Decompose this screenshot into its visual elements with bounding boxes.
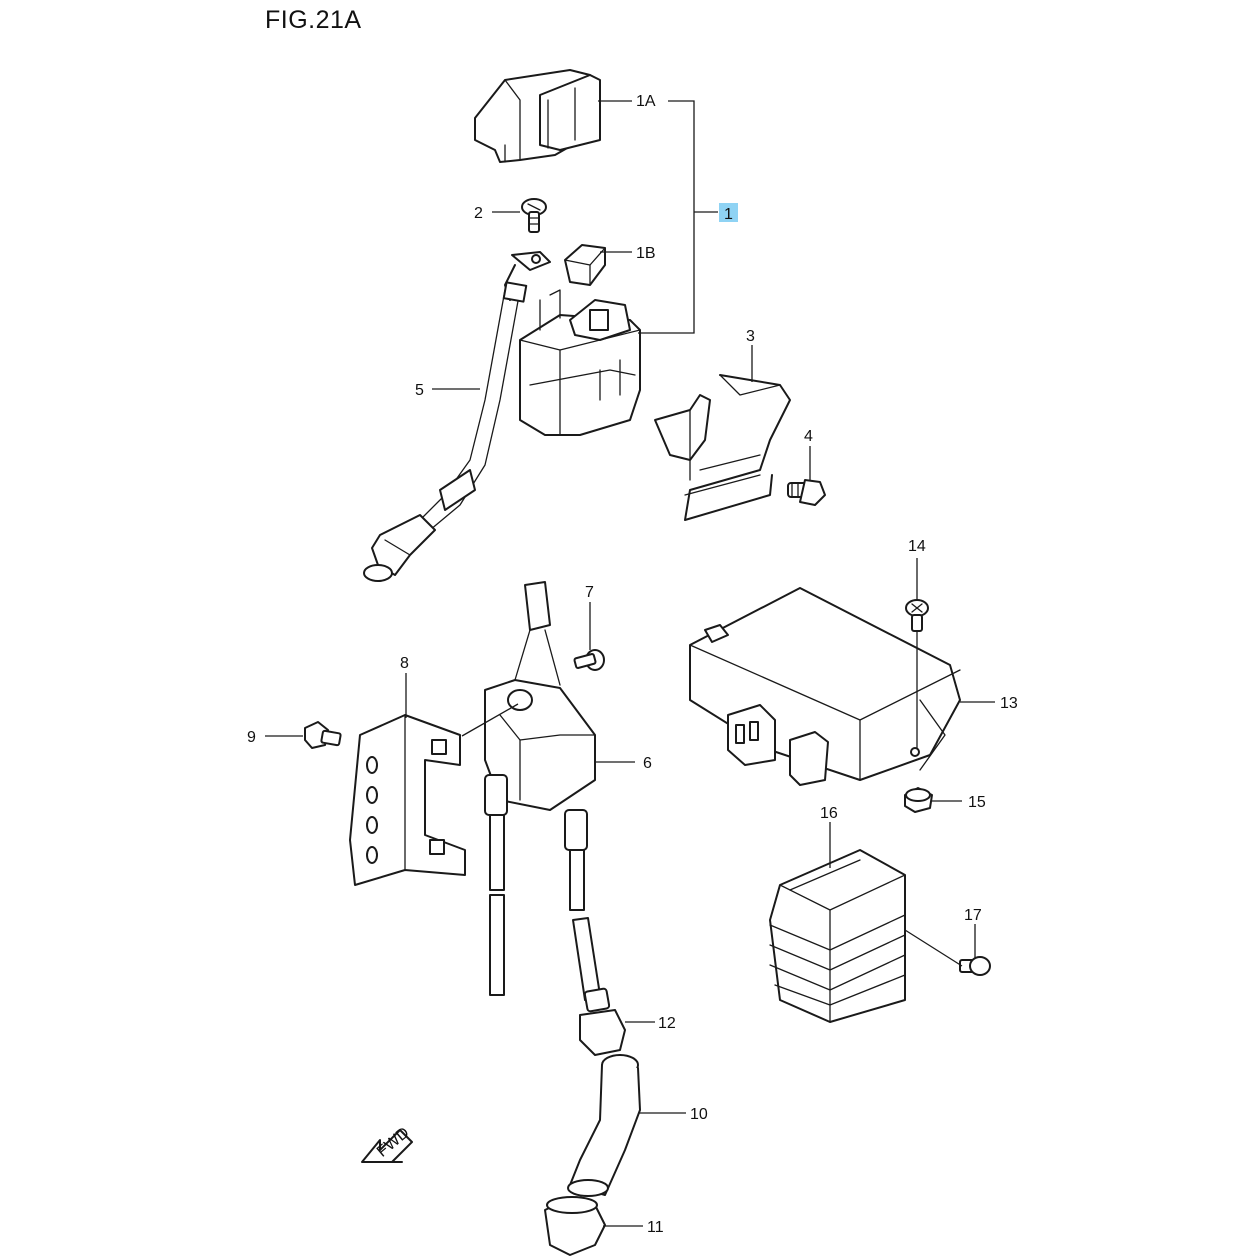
callout-13[interactable]: 13 bbox=[1000, 695, 1018, 712]
ignition-coil-part[interactable] bbox=[484, 581, 601, 1001]
arrow-left-down-icon bbox=[361, 1129, 413, 1163]
callout-12[interactable]: 12 bbox=[658, 1015, 676, 1032]
callout-2[interactable]: 2 bbox=[474, 205, 483, 222]
callout-5[interactable]: 5 bbox=[415, 382, 424, 399]
relay-bracket-part[interactable] bbox=[654, 374, 791, 521]
screw-14-part[interactable] bbox=[905, 599, 929, 632]
callout-1-highlight bbox=[719, 203, 738, 222]
callout-1B[interactable]: 1B bbox=[636, 245, 656, 262]
callout-17[interactable]: 17 bbox=[964, 907, 982, 924]
seal-11-part[interactable] bbox=[544, 1196, 606, 1256]
screw-7-part[interactable] bbox=[573, 649, 605, 671]
bolt-17-part[interactable] bbox=[959, 956, 991, 976]
starter-relay-part[interactable] bbox=[519, 289, 641, 436]
callout-1A[interactable]: 1A bbox=[636, 93, 656, 110]
screw-2-part[interactable] bbox=[521, 198, 547, 233]
leader-lines bbox=[265, 100, 995, 1227]
relay-cover-part[interactable] bbox=[474, 69, 601, 163]
battery-cable-part[interactable] bbox=[363, 251, 551, 582]
callout-1[interactable]: 1 bbox=[724, 206, 733, 223]
callout-10[interactable]: 10 bbox=[690, 1106, 708, 1123]
callout-15[interactable]: 15 bbox=[968, 794, 986, 811]
callout-3[interactable]: 3 bbox=[746, 328, 755, 345]
figure-title: FIG.21A bbox=[265, 6, 362, 34]
callout-labels: 1 1A 1B 2 3 4 5 6 7 8 9 10 11 12 13 14 1… bbox=[247, 93, 1018, 1236]
coil-bracket-part[interactable] bbox=[349, 714, 466, 886]
callout-9[interactable]: 9 bbox=[247, 729, 256, 746]
callout-4[interactable]: 4 bbox=[804, 428, 813, 445]
bolt-9-part[interactable] bbox=[304, 721, 342, 749]
callout-8[interactable]: 8 bbox=[400, 655, 409, 672]
callout-16[interactable]: 16 bbox=[820, 805, 838, 822]
bolt-4-part[interactable] bbox=[787, 479, 826, 506]
callout-14[interactable]: 14 bbox=[908, 538, 926, 555]
ecu-part[interactable] bbox=[689, 587, 961, 786]
callout-11[interactable]: 11 bbox=[647, 1219, 664, 1236]
regulator-rectifier-part[interactable] bbox=[769, 849, 906, 1023]
grommet-15-part[interactable] bbox=[904, 787, 933, 813]
plug-boot-12-part[interactable] bbox=[579, 987, 626, 1056]
fuse-part[interactable] bbox=[564, 244, 606, 286]
callout-6[interactable]: 6 bbox=[643, 755, 652, 772]
callout-7[interactable]: 7 bbox=[585, 584, 594, 601]
spark-plug-cap-part[interactable] bbox=[567, 1054, 641, 1197]
